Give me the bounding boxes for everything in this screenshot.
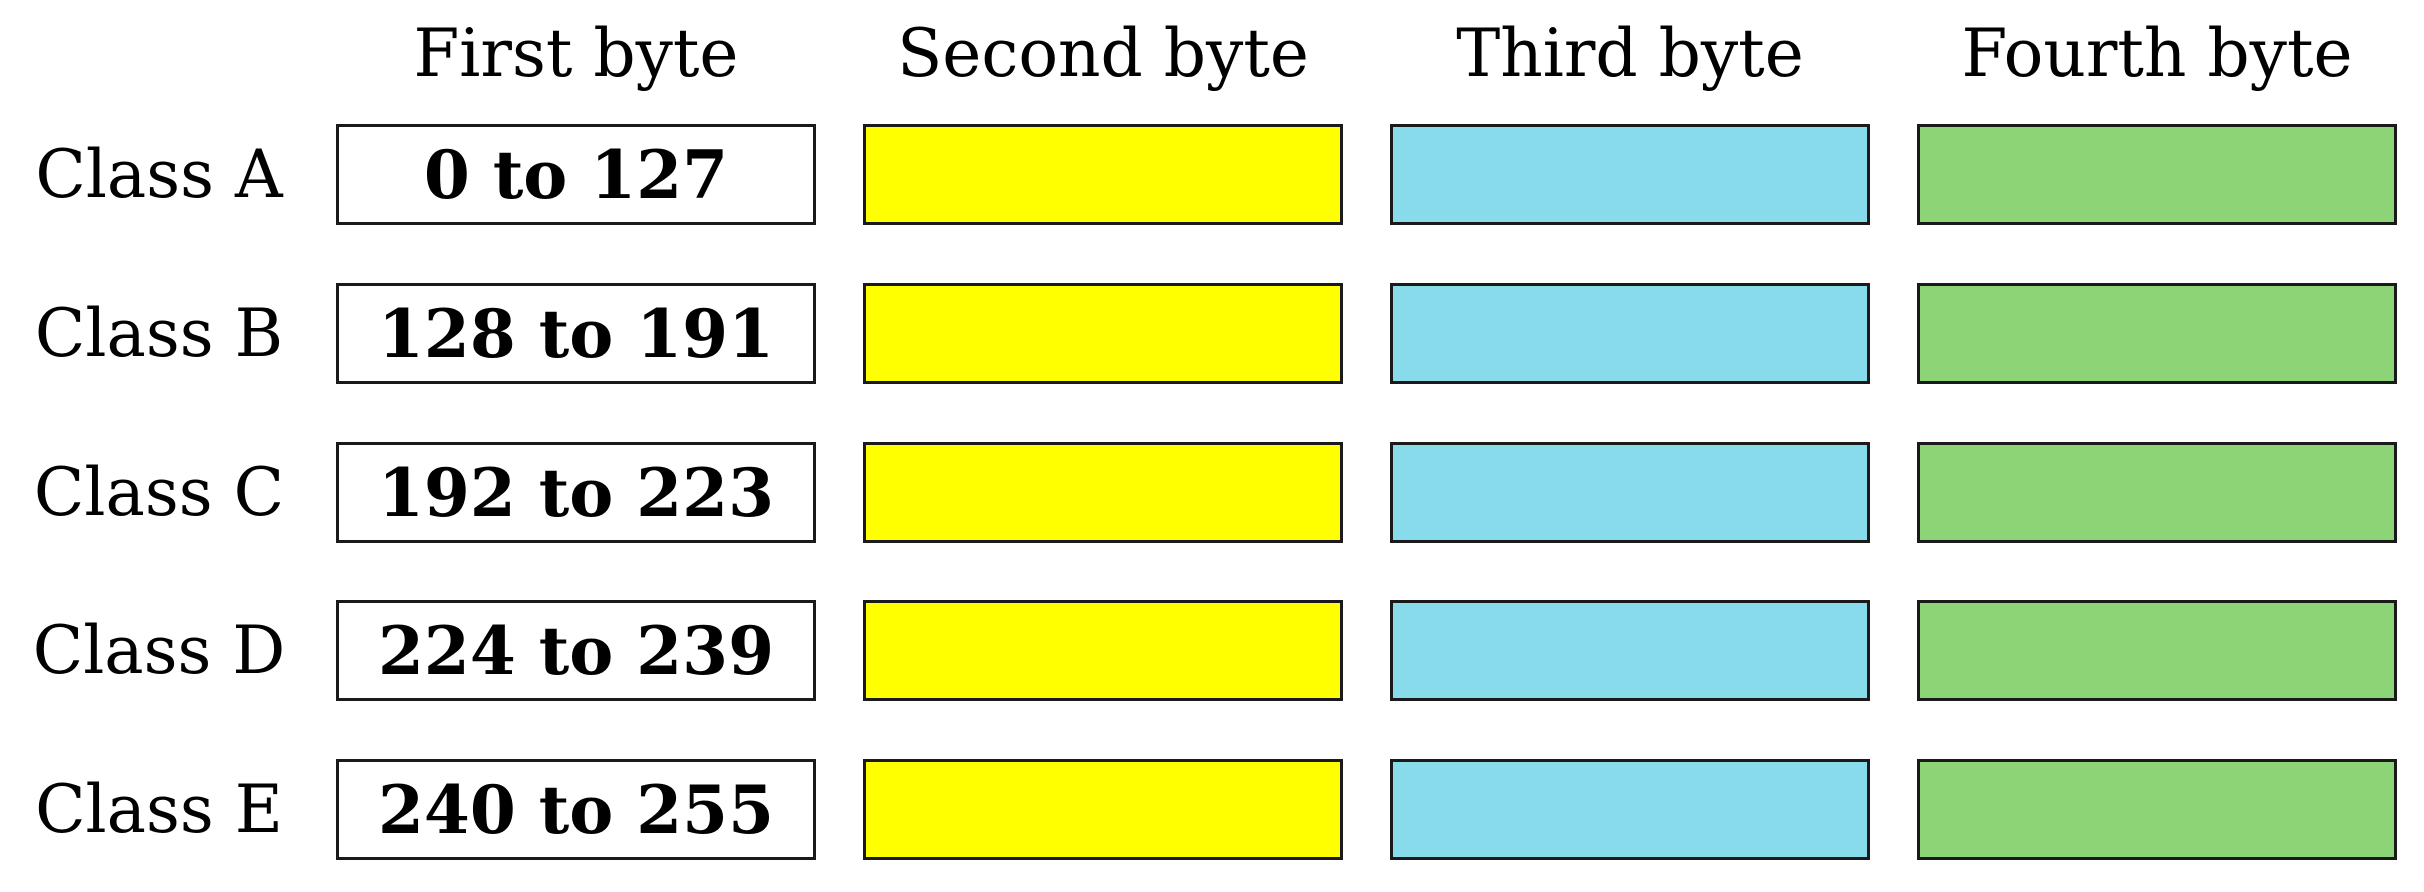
class-b-first-byte: 128 to 191 — [336, 283, 816, 384]
class-e-third-byte — [1390, 759, 1870, 860]
header-first-byte: First byte — [413, 14, 739, 92]
class-d-second-byte — [863, 600, 1343, 701]
class-e-fourth-byte — [1917, 759, 2397, 860]
class-d-third-byte — [1390, 600, 1870, 701]
class-c-fourth-byte — [1917, 442, 2397, 543]
row-label-class-d: Class D — [32, 612, 286, 689]
class-a-fourth-byte — [1917, 124, 2397, 225]
class-d-fourth-byte — [1917, 600, 2397, 701]
class-a-second-byte — [863, 124, 1343, 225]
class-b-second-byte — [863, 283, 1343, 384]
class-b-third-byte — [1390, 283, 1870, 384]
class-a-third-byte — [1390, 124, 1870, 225]
row-label-class-b: Class B — [34, 295, 284, 372]
class-b-fourth-byte — [1917, 283, 2397, 384]
header-third-byte: Third byte — [1456, 14, 1804, 92]
row-label-class-a: Class A — [35, 136, 283, 213]
class-c-first-byte: 192 to 223 — [336, 442, 816, 543]
row-label-class-c: Class C — [33, 454, 285, 531]
class-e-first-byte: 240 to 255 — [336, 759, 816, 860]
row-label-class-e: Class E — [35, 771, 283, 848]
class-c-second-byte — [863, 442, 1343, 543]
class-e-second-byte — [863, 759, 1343, 860]
header-fourth-byte: Fourth byte — [1961, 14, 2353, 92]
class-d-first-byte: 224 to 239 — [336, 600, 816, 701]
header-second-byte: Second byte — [897, 14, 1309, 92]
class-c-third-byte — [1390, 442, 1870, 543]
class-a-first-byte: 0 to 127 — [336, 124, 816, 225]
